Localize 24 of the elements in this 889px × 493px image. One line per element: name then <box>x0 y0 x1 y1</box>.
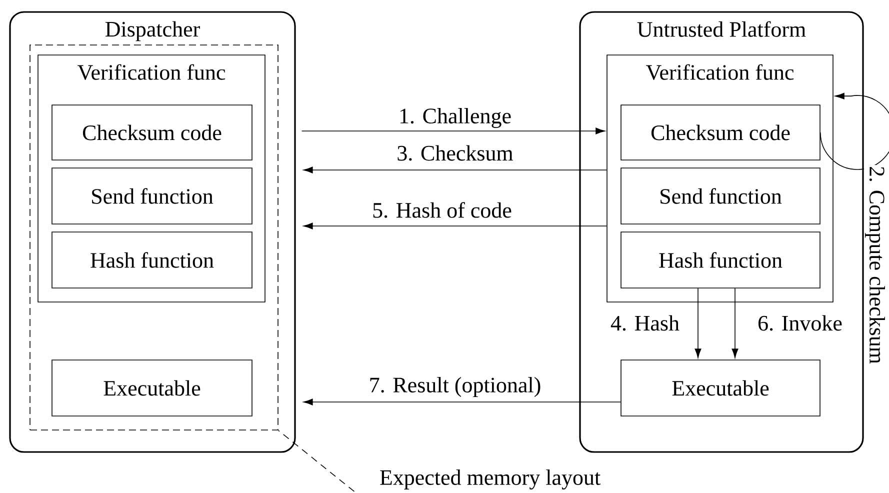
edge-label: 4. Hash <box>609 314 681 332</box>
arrow <box>303 166 607 174</box>
arrow <box>732 288 738 358</box>
arrow <box>303 398 621 406</box>
function-box: Hash function <box>52 232 252 288</box>
leader-line <box>278 430 355 492</box>
function-box: Executable <box>620 360 820 416</box>
caption-text: Expected memory layout <box>380 470 600 490</box>
arrow <box>301 128 606 134</box>
edge-label: 5. Hash of code <box>371 201 513 219</box>
edge-label: 3. Checksum <box>396 144 514 162</box>
function-box: Checksum code <box>52 104 252 160</box>
function-box: Hash function <box>620 232 820 288</box>
function-box: Checksum code <box>620 104 820 160</box>
edge-label: 2. Compute checksum <box>864 165 886 365</box>
function-box: Executable <box>52 360 252 416</box>
function-box: Send function <box>620 168 820 224</box>
arrow <box>303 222 607 230</box>
function-box: Send function <box>52 168 252 224</box>
arrow <box>694 288 702 358</box>
memory-layout-box <box>30 44 278 430</box>
edge-label: 6. Invoke <box>756 314 844 332</box>
edge-label: 1. Challenge <box>398 107 513 129</box>
edge-label: 7. Result (optional) <box>368 376 542 398</box>
